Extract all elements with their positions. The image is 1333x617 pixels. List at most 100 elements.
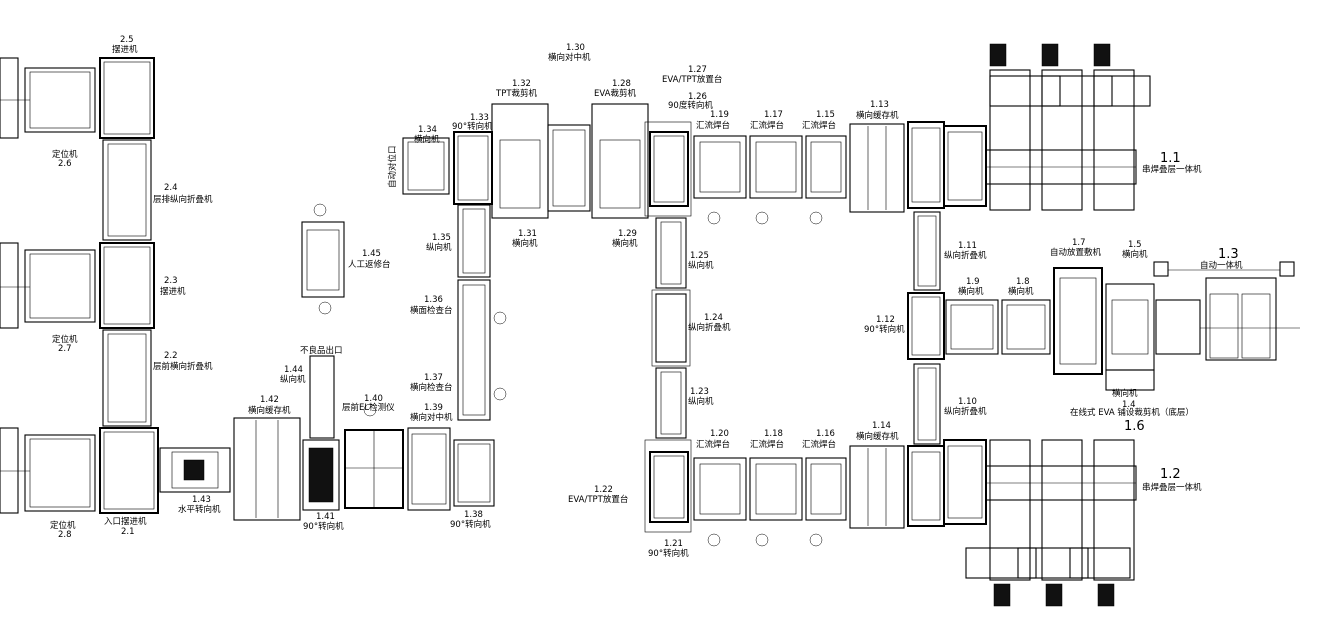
label-1-6-name: 在线式 EVA 铺设裁剪机（底层） xyxy=(1070,407,1194,418)
label-layer: 2.5 摆进机 定位机 2.6 2.4 层排纵向折叠机 2.3 摆进机 定位机 … xyxy=(50,35,1243,559)
label-1-15-num: 1.15 xyxy=(816,110,835,120)
label-1-2-name: 串焊叠层一体机 xyxy=(1142,482,1202,493)
label-1-30-num: 1.30 xyxy=(566,43,585,53)
label-1-24-num: 1.24 xyxy=(704,313,723,323)
label-1-24-name: 纵向折叠机 xyxy=(688,322,731,333)
label-1-26-name: 90度转向机 xyxy=(668,100,713,111)
label-1-10-name: 纵向折叠机 xyxy=(944,406,987,417)
label-1-12-num: 1.12 xyxy=(876,315,895,325)
label-1-18-name: 汇流焊台 xyxy=(750,439,784,450)
label-1-27-name: EVA/TPT放置台 xyxy=(662,74,722,85)
label-1-35-num: 1.35 xyxy=(432,233,451,243)
label-1-13-name: 横向缓存机 xyxy=(856,110,899,121)
label-1-23-name: 纵向机 xyxy=(688,396,714,407)
label-1-15-name: 汇流焊台 xyxy=(802,120,836,131)
label-1-33-num: 1.33 xyxy=(470,113,489,123)
label-1-41-num: 1.41 xyxy=(316,512,335,522)
label-1-3-num: 1.3 xyxy=(1218,247,1239,262)
label-1-13-num: 1.13 xyxy=(870,100,889,110)
label-1-20-name: 汇流焊台 xyxy=(696,439,730,450)
label-1-7-num: 1.7 xyxy=(1072,238,1086,248)
label-2-3-num: 2.3 xyxy=(164,276,178,286)
label-1-27-num: 1.27 xyxy=(688,65,707,75)
label-1-16-name: 汇流焊台 xyxy=(802,439,836,450)
label-1-33-name: 90°转向机 xyxy=(452,121,493,132)
label-2-8-name: 定位机 xyxy=(50,520,76,531)
center-vertical-line xyxy=(644,217,692,533)
label-1-22-num: 1.22 xyxy=(594,485,613,495)
label-1-35-name: 纵向机 xyxy=(426,242,452,253)
lower-horizontal-row xyxy=(693,445,945,529)
label-1-3-name: 自动一体机 xyxy=(1200,260,1243,271)
label-1-37-name: 横向检查台 xyxy=(410,382,453,393)
stringer-top-1-1 xyxy=(943,43,1151,211)
label-1-4-name: 横向机 xyxy=(1112,388,1138,399)
label-2-7-name: 定位机 xyxy=(52,334,78,345)
label-1-4-num: 1.4 xyxy=(1122,400,1136,410)
label-1-42-num: 1.42 xyxy=(260,395,279,405)
label-1-30-name: 横向对中机 xyxy=(548,52,591,63)
label-1-9-name: 横向机 xyxy=(958,286,984,297)
label-1-39-name: 横向对中机 xyxy=(410,412,453,423)
label-2-7-num: 2.7 xyxy=(58,344,72,354)
label-1-45-name: 人工返修台 xyxy=(348,259,391,270)
label-1-40-name: 层前EL检测仪 xyxy=(342,402,395,413)
label-2-8-num: 2.8 xyxy=(58,530,72,540)
label-1-28-name: EVA裁剪机 xyxy=(594,88,636,99)
label-2-3-name: 摆进机 xyxy=(160,286,186,297)
label-2-1-name: 入口摆进机 xyxy=(104,516,147,527)
label-1-34-num: 1.34 xyxy=(418,125,437,135)
stringer-bottom-1-2 xyxy=(943,439,1137,607)
right-center-machines xyxy=(907,211,1300,445)
label-2-5-num: 2.5 xyxy=(120,35,134,45)
label-1-20-num: 1.20 xyxy=(710,429,729,439)
label-1-44-num: 1.44 xyxy=(284,365,303,375)
label-1-43-name: 水平转向机 xyxy=(178,504,221,515)
label-1-17-num: 1.17 xyxy=(764,110,783,120)
label-1-18-num: 1.18 xyxy=(764,429,783,439)
label-1-5-name: 横向机 xyxy=(1122,249,1148,260)
label-1-9-num: 1.9 xyxy=(966,277,980,287)
label-1-25-name: 纵向机 xyxy=(688,260,714,271)
label-1-14-num: 1.14 xyxy=(872,421,891,431)
label-1-38-name: 90°转向机 xyxy=(450,519,491,530)
label-2-6-name: 定位机 xyxy=(52,149,78,160)
label-1-2-num: 1.2 xyxy=(1160,467,1181,482)
label-1-37-num: 1.37 xyxy=(424,373,443,383)
middle-vertical-line xyxy=(457,204,491,421)
label-1-38-num: 1.38 xyxy=(464,510,483,520)
label-1-21-name: 90°转向机 xyxy=(648,548,689,559)
label-1-39-num: 1.39 xyxy=(424,403,443,413)
label-1-7-name: 自动放置敷机 xyxy=(1050,247,1102,258)
label-1-31-name: 横向机 xyxy=(512,238,538,249)
label-1-42-name: 横向缓存机 xyxy=(248,405,291,416)
label-1-5-num: 1.5 xyxy=(1128,240,1142,250)
label-1-16-num: 1.16 xyxy=(816,429,835,439)
label-1-1-name: 串焊叠层一体机 xyxy=(1142,164,1202,175)
label-1-12-name: 90°转向机 xyxy=(864,324,905,335)
label-1-25-num: 1.25 xyxy=(690,251,709,261)
label-1-17-name: 汇流焊台 xyxy=(750,120,784,131)
label-1-44-name: 纵向机 xyxy=(280,374,306,385)
label-1-23-num: 1.23 xyxy=(690,387,709,397)
label-2-6-num: 2.6 xyxy=(58,159,72,169)
label-1-1-num: 1.1 xyxy=(1160,151,1181,166)
label-1-36-num: 1.36 xyxy=(424,295,443,305)
label-1-6-num: 1.6 xyxy=(1124,419,1145,434)
label-1-41-name: 90°转向机 xyxy=(303,521,344,532)
label-auto-align-side: 自动对位口 xyxy=(387,145,398,188)
label-bad-exit: 不良品出口 xyxy=(300,345,343,356)
label-1-19-name: 汇流焊台 xyxy=(696,120,730,131)
worker-markers xyxy=(313,203,823,547)
label-1-29-num: 1.29 xyxy=(618,229,637,239)
label-1-10-num: 1.10 xyxy=(958,397,977,407)
left-column-machines xyxy=(0,57,231,514)
label-1-8-num: 1.8 xyxy=(1016,277,1030,287)
label-1-8-name: 横向机 xyxy=(1008,286,1034,297)
label-1-34-name: 横向机 xyxy=(414,134,440,145)
lower-left-machines xyxy=(233,221,495,521)
label-2-5-name: 摆进机 xyxy=(112,44,138,55)
label-2-4-name: 层排纵向折叠机 xyxy=(153,194,213,205)
label-1-31-num: 1.31 xyxy=(518,229,537,239)
